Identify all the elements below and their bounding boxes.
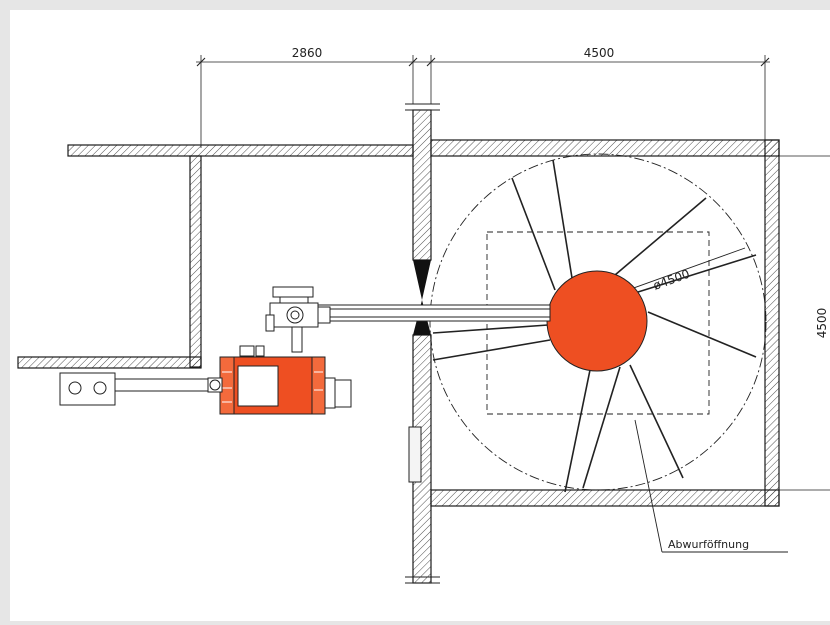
supply-pipe <box>59 372 208 406</box>
dimension-ticks <box>196 57 770 67</box>
drop-opening <box>486 231 710 415</box>
callout-leader <box>634 419 788 553</box>
heater-panel <box>237 365 279 407</box>
wall-divider-upper <box>412 109 432 261</box>
conveyor-shaft <box>299 304 551 322</box>
wall-left-top <box>67 144 414 157</box>
walls <box>17 109 780 584</box>
dimension-lines <box>196 55 830 491</box>
dim-left-width: 2860 <box>292 46 323 60</box>
distributor-blades <box>432 159 757 493</box>
diameter-leader <box>627 247 746 291</box>
wall-left-vertical <box>189 155 202 368</box>
wall-opening-panel <box>408 426 422 483</box>
wall-right-bottom <box>430 489 780 507</box>
heater-unit <box>207 345 352 415</box>
wall-right-side <box>764 139 780 507</box>
dim-right-width: 4500 <box>584 46 615 60</box>
wall-left-bottom <box>17 356 202 369</box>
callout-label: Abwurföffnung <box>668 538 749 551</box>
throw-circle <box>429 153 767 491</box>
wall-right-top <box>430 139 780 157</box>
wall-break-marks <box>405 103 440 584</box>
drive-unit <box>265 286 331 353</box>
distribution-area: ø4500 <box>429 153 767 493</box>
distributor-hub <box>546 270 648 372</box>
dim-right-height: 4500 <box>815 308 829 339</box>
